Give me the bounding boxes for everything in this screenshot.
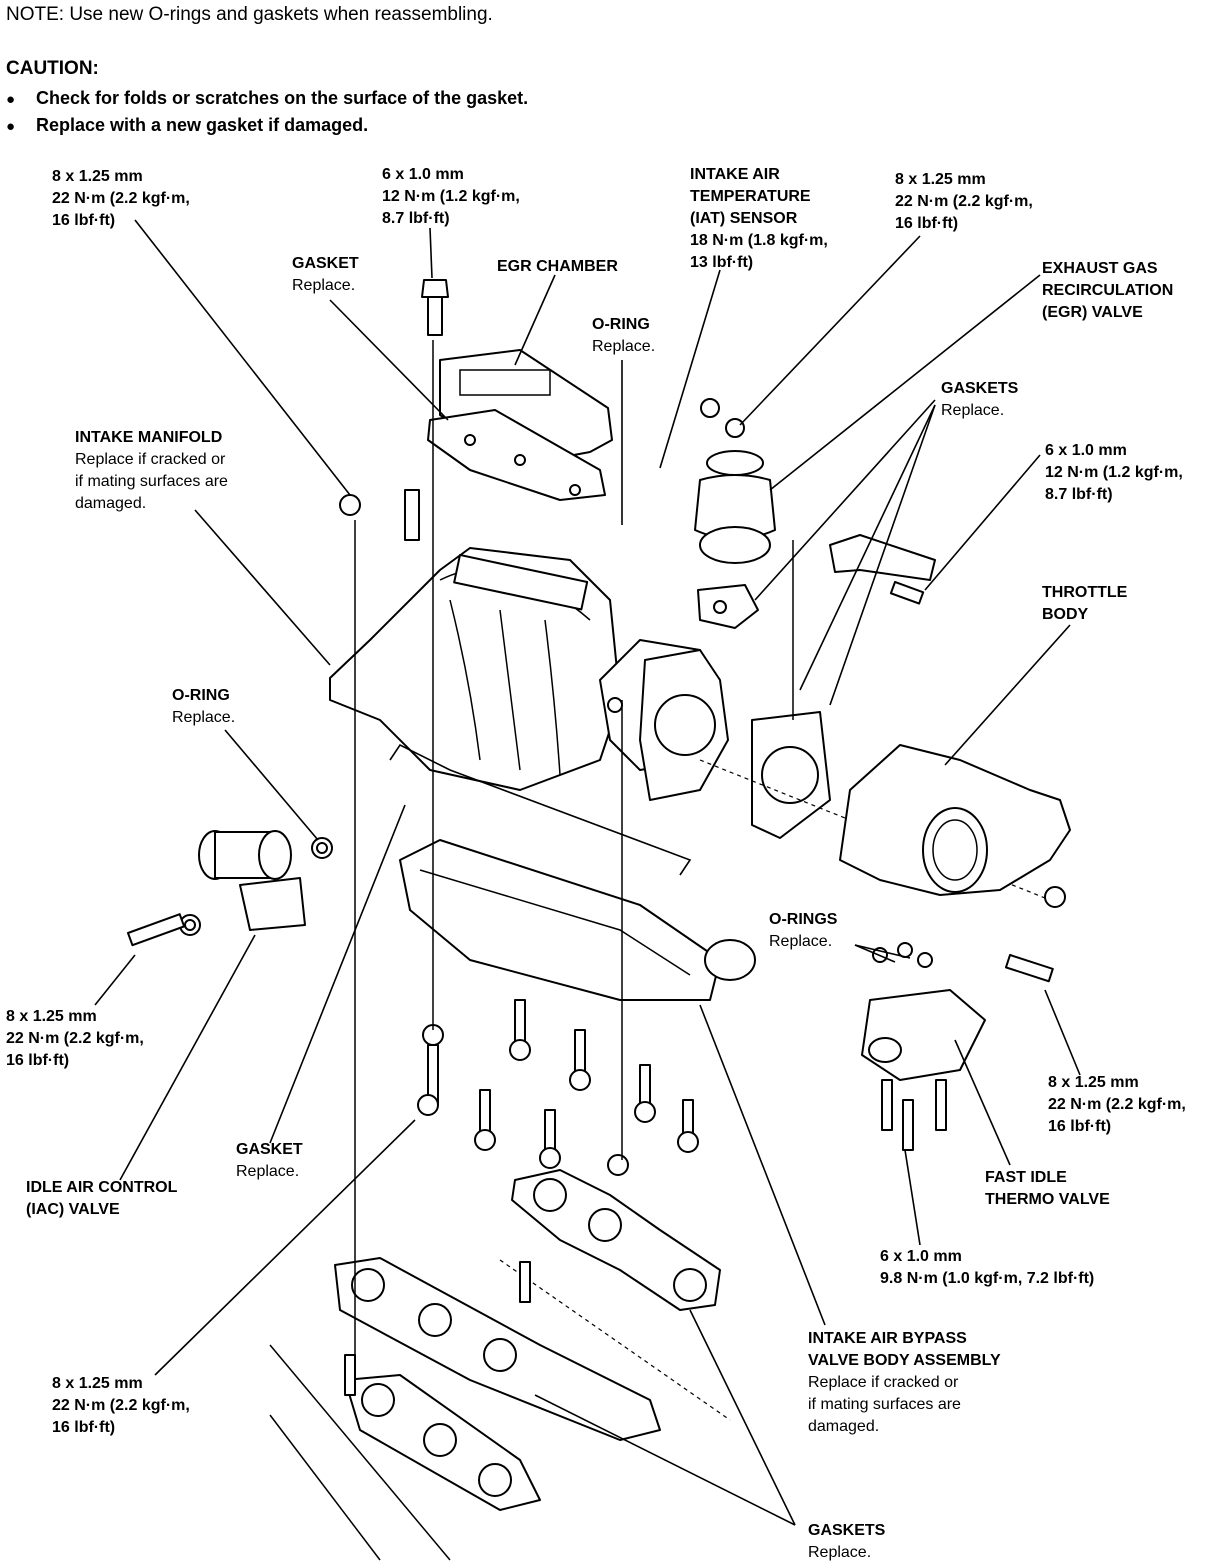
bolt-spec-left-mid: 8 x 1.25 mm 22 N·m (2.2 kgf·m, 16 lbf·ft… [6,1008,144,1069]
caution-item: Check for folds or scratches on the surf… [6,85,528,112]
caution-item: Replace with a new gasket if damaged. [6,112,528,139]
egr-chamber-drawing [421,279,613,501]
caution-title: CAUTION: [6,58,99,79]
bypass-valve-body-drawing [389,743,756,1001]
gaskets-right-label: GASKETS Replace. [941,380,1019,419]
iac-valve-label: IDLE AIR CONTROL (IAC) VALVE [26,1179,178,1218]
throttle-body-drawing [839,744,1071,983]
throttle-gaskets-drawing [639,649,1051,901]
leader-lines [94,219,1081,1526]
iat-sensor-label: INTAKE AIR TEMPERATURE (IAT) SENSOR 18 N… [690,166,828,271]
lower-gaskets-drawing [269,1169,731,1561]
egr-chamber-label: EGR CHAMBER [497,258,618,275]
bracket-drawing [829,534,936,605]
intake-manifold-label: INTAKE MANIFOLD Replace if cracked or if… [75,429,228,512]
bolt-spec-top-left: 8 x 1.25 mm 22 N·m (2.2 kgf·m, 16 lbf·ft… [52,168,190,229]
gaskets-bottom-label: GASKETS Replace. [808,1522,886,1561]
throttle-body-label: THROTTLE BODY [1042,584,1128,623]
bypass-valve-label: INTAKE AIR BYPASS VALVE BODY ASSEMBLY Re… [808,1330,1001,1435]
gasket-top-label: GASKET Replace. [292,255,359,294]
bolt-spec-top-right: 8 x 1.25 mm 22 N·m (2.2 kgf·m, 16 lbf·ft… [895,171,1033,232]
fast-idle-valve-drawing [861,942,986,1151]
orings-mid-label: O-RINGS Replace. [769,911,838,950]
bolt-spec-bottom-left: 8 x 1.25 mm 22 N·m (2.2 kgf·m, 16 lbf·ft… [52,1375,190,1436]
iac-valve-drawing [127,830,333,947]
bolt-spec-right-upper: 6 x 1.0 mm 12 N·m (1.2 kgf·m, 8.7 lbf·ft… [1045,442,1183,503]
bolts-drawing [417,999,699,1176]
caution-list: Check for folds or scratches on the surf… [6,85,528,139]
oring-top-label: O-RING Replace. [592,316,656,355]
bolt-spec-top-center: 6 x 1.0 mm 12 N·m (1.2 kgf·m, 8.7 lbf·ft… [382,166,520,227]
note-text: NOTE: Use new O-rings and gaskets when r… [6,4,493,25]
fast-idle-valve-label: FAST IDLE THERMO VALVE [985,1169,1110,1208]
egr-valve-label: EXHAUST GAS RECIRCULATION (EGR) VALVE [1042,260,1174,321]
gasket-mid-label: GASKET Replace. [236,1141,303,1180]
bolt-spec-bottom-right: 6 x 1.0 mm 9.8 N·m (1.0 kgf·m, 7.2 lbf·f… [880,1248,1095,1287]
oring-left-label: O-RING Replace. [172,687,236,726]
egr-valve-drawing [694,398,776,629]
bolt-spec-right-mid: 8 x 1.25 mm 22 N·m (2.2 kgf·m, 16 lbf·ft… [1048,1074,1186,1135]
